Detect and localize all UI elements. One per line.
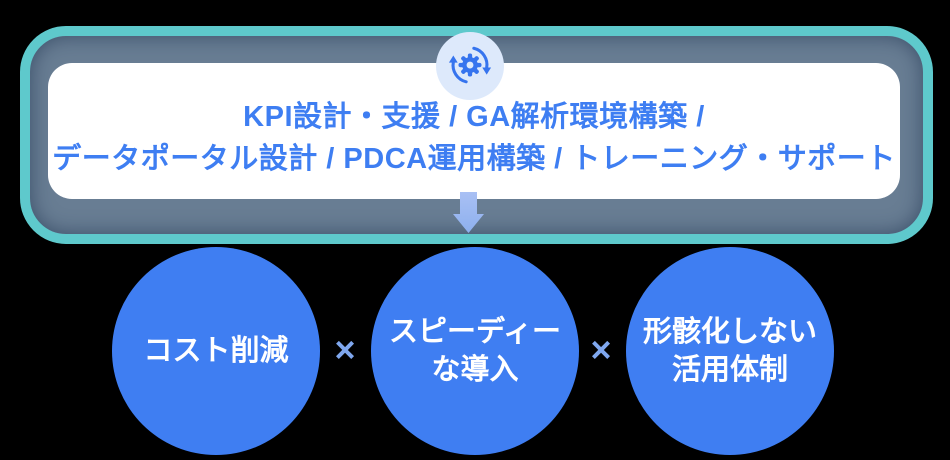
down-arrow-icon xyxy=(453,192,484,233)
multiply-sign: × xyxy=(334,329,356,370)
benefit-circle-label: コスト削減 xyxy=(143,335,289,367)
service-list-line-1: KPI設計・支援 / GA解析環境構築 / xyxy=(243,101,705,133)
gear-sync-icon xyxy=(448,46,492,84)
benefit-circle-adoption: 形骸化しない 活用体制 xyxy=(626,247,834,455)
benefit-circle-label: スピーディー な導入 xyxy=(389,316,561,386)
service-list-line-2: データポータル設計 / PDCA運用構築 / トレーニング・サポート xyxy=(52,143,896,175)
multiply-sign: × xyxy=(590,329,612,370)
gear-sync-badge xyxy=(436,32,504,100)
benefit-circle-label: 形骸化しない 活用体制 xyxy=(642,316,817,386)
benefit-circle-speed: スピーディー な導入 xyxy=(371,247,579,455)
benefit-circle-cost: コスト削減 xyxy=(112,247,320,455)
